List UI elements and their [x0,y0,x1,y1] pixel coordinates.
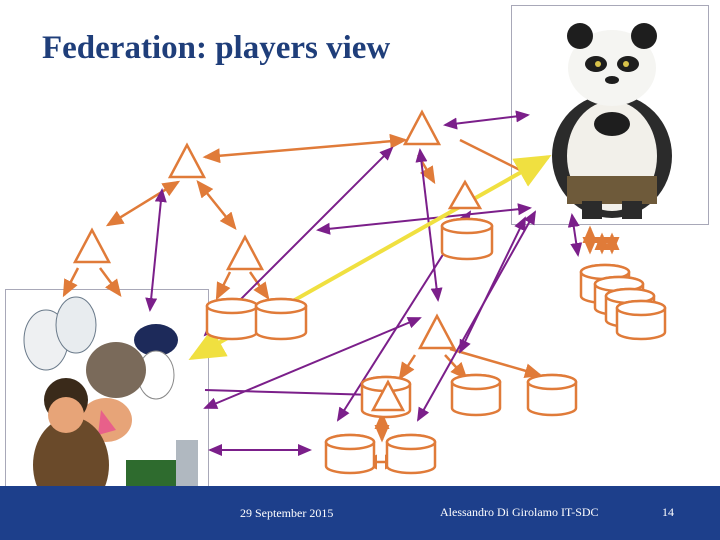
cylinder-node [526,373,578,417]
footer-bar [0,486,720,540]
triangle-node [72,227,112,264]
link-orange [196,180,237,230]
link-purple [443,110,530,130]
cylinder-node [615,299,667,341]
triangle-node [402,109,442,146]
link-orange [98,267,122,298]
slide-title: Federation: players view [42,30,391,66]
panda-picture [511,5,709,225]
triangle-node [417,313,457,350]
triangle-node [370,379,406,412]
link-purple [145,188,167,312]
cylinder-node [205,297,259,341]
page-number: 14 [662,505,674,519]
cylinder-node [254,297,308,341]
federation-diagram [62,109,667,475]
footer-author: Alessandro Di Girolamo IT-SDC [440,505,599,519]
link-orange [398,354,417,381]
cylinder-node [324,433,376,475]
link-purple [567,213,583,257]
triangle-node [447,179,483,210]
link-orange [215,271,232,301]
cylinder-node [440,217,494,261]
triangle-node [167,142,207,179]
link-orange [105,180,181,227]
cylinder-node [385,433,437,475]
link-orange [459,138,521,172]
cylinder-node [450,373,502,417]
footer-date: 29 September 2015 [240,506,334,520]
link-orange [449,347,543,379]
triangle-node [225,234,265,271]
orange-links [62,133,620,470]
link-purple [204,388,377,401]
link-orange [202,133,408,164]
panda-illustration [552,23,672,219]
link-orange [62,267,80,298]
